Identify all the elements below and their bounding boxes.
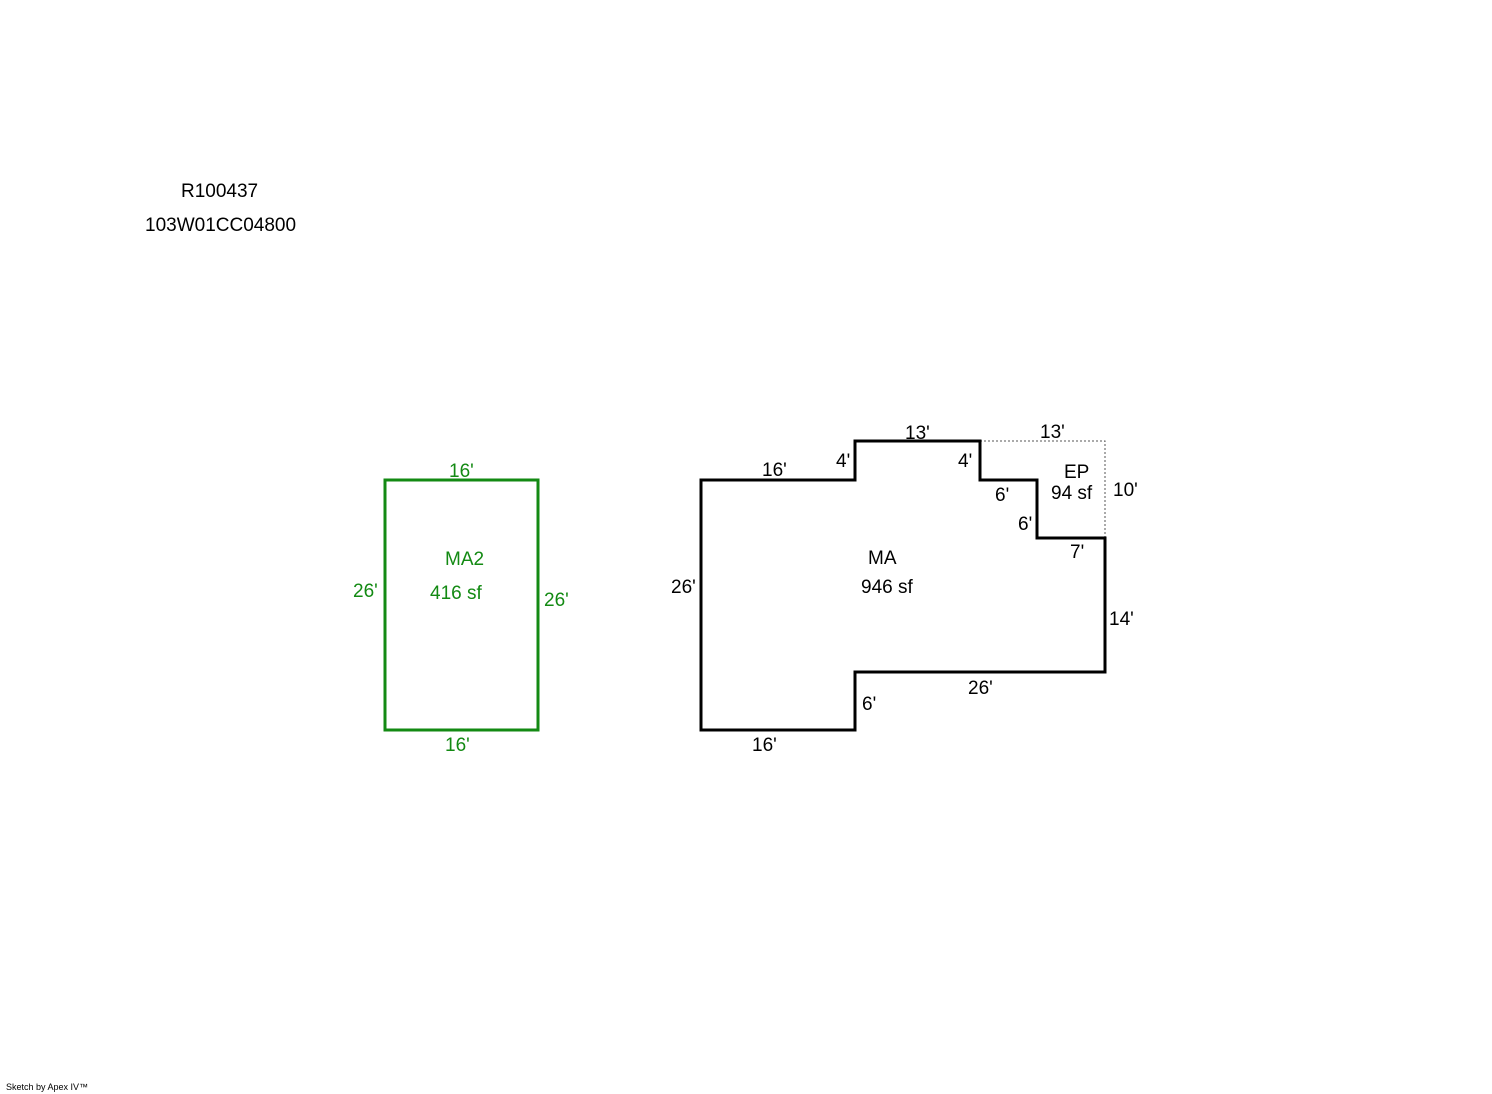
ep-dim-top: 13'	[1040, 422, 1065, 443]
ep-label: EP	[1064, 462, 1089, 483]
ma-dim-inner-bottom: 7'	[1070, 542, 1084, 563]
area-ma2: MA2 416 sf 16' 16' 26' 26'	[353, 461, 569, 756]
ma2-outline	[383, 478, 540, 732]
ma-dim-top-left: 16'	[762, 460, 787, 481]
ma-outline	[699, 439, 1107, 732]
ma2-dim-bottom: 16'	[445, 735, 470, 756]
ma-label: MA	[868, 548, 897, 569]
ma2-dim-right: 26'	[544, 590, 569, 611]
ep-outline	[980, 440, 1106, 538]
ma-dim-left: 26'	[671, 577, 696, 598]
account-number: R100437	[181, 181, 259, 202]
ma2-dim-top: 16'	[449, 461, 474, 482]
ma2-label: MA2	[445, 549, 484, 570]
software-credit: Sketch by Apex IV™	[6, 1082, 89, 1092]
ma-dim-step-down: 4'	[958, 451, 972, 472]
ma-dim-step-bottom: 6'	[862, 694, 876, 715]
ep-area: 94 sf	[1051, 483, 1093, 504]
ma-dim-inner-top: 6'	[995, 485, 1009, 506]
ma-dim-step-up: 4'	[836, 451, 850, 472]
ma-dim-top: 13'	[905, 423, 930, 444]
ma-dim-bottom-right: 26'	[968, 678, 993, 699]
ep-dim-right: 10'	[1113, 480, 1138, 501]
ma2-dim-left: 26'	[353, 581, 378, 602]
area-ma: MA 946 sf 16' 4' 13' 4' 6' 6' 7' 14' 26'…	[671, 423, 1134, 756]
ma-dim-inner-side: 6'	[1018, 514, 1032, 535]
ma-dim-right: 14'	[1109, 609, 1134, 630]
map-tax-lot: 103W01CC04800	[145, 215, 297, 236]
ma2-area: 416 sf	[430, 583, 482, 604]
ma-area: 946 sf	[861, 577, 913, 598]
ma-dim-bottom-left: 16'	[752, 735, 777, 756]
area-ep: EP 94 sf 13' 10'	[980, 422, 1138, 538]
